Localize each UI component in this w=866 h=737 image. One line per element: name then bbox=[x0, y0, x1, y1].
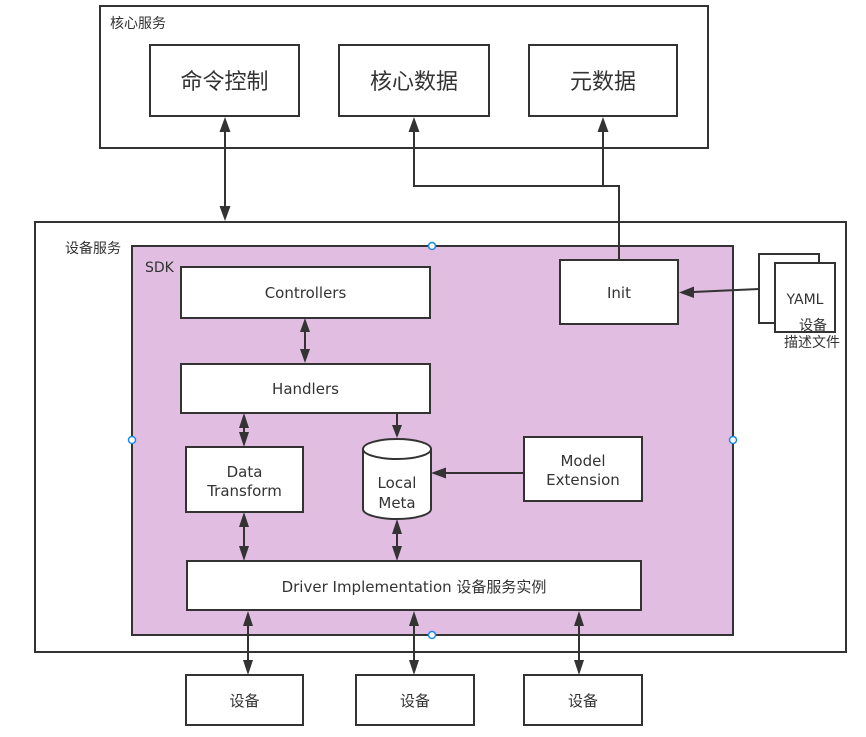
controllers-box[interactable] bbox=[180, 266, 431, 319]
device-box-1[interactable] bbox=[185, 674, 304, 726]
command-control-box[interactable] bbox=[149, 44, 300, 117]
edge-command-device-service[interactable] bbox=[219, 117, 231, 221]
arrowhead-up-icon bbox=[574, 611, 584, 626]
driver-implementation-label: Driver Implementation 设备服务实例 bbox=[282, 578, 547, 596]
local-meta-cylinder-rim bbox=[362, 448, 432, 460]
arrowhead-up-icon bbox=[392, 519, 402, 534]
controllers-label: Controllers bbox=[265, 284, 347, 302]
device-node-1[interactable]: 设备 bbox=[185, 674, 304, 726]
metadata-box[interactable] bbox=[528, 44, 678, 117]
device-node-3[interactable]: 设备 bbox=[523, 674, 643, 726]
metadata-node[interactable]: 元数据 bbox=[528, 44, 678, 117]
device-box-2[interactable] bbox=[355, 674, 475, 726]
metadata-label: 元数据 bbox=[570, 70, 636, 95]
sdk-selection-handles[interactable] bbox=[127, 241, 738, 640]
resize-handle-bottom[interactable] bbox=[427, 630, 437, 640]
arrowhead-up-icon bbox=[408, 117, 420, 132]
edge-local-meta-driver[interactable] bbox=[392, 519, 402, 561]
yaml-file-front-page[interactable] bbox=[774, 262, 836, 333]
arrowhead-down-icon bbox=[409, 660, 419, 675]
arrowhead-up-icon bbox=[219, 117, 231, 132]
arrowhead-up-icon bbox=[597, 117, 609, 132]
data-transform-node[interactable]: Data Transform bbox=[185, 446, 304, 513]
command-control-label: 命令控制 bbox=[180, 70, 268, 95]
controllers-node[interactable]: Controllers bbox=[180, 266, 431, 319]
edge-driver-device-1[interactable] bbox=[243, 611, 253, 675]
arrowhead-down-icon bbox=[239, 432, 249, 447]
driver-implementation-node[interactable]: Driver Implementation 设备服务实例 bbox=[186, 560, 642, 611]
arrowhead-up-icon bbox=[300, 318, 310, 332]
data-transform-label-line1: Data bbox=[227, 463, 263, 481]
device-box-3[interactable] bbox=[523, 674, 643, 726]
edge-handlers-data-transform[interactable] bbox=[239, 413, 249, 447]
arrowhead-left-icon bbox=[431, 467, 446, 479]
sdk-label: SDK bbox=[145, 260, 175, 276]
data-transform-box[interactable] bbox=[185, 446, 304, 513]
core-data-label: 核心数据 bbox=[370, 70, 458, 95]
edge-driver-device-2[interactable] bbox=[409, 611, 419, 675]
core-data-node[interactable]: 核心数据 bbox=[338, 44, 490, 117]
local-meta-cylinder[interactable] bbox=[362, 438, 432, 520]
model-extension-label-line2: Extension bbox=[546, 471, 620, 489]
local-meta-label-line2: Meta bbox=[378, 494, 415, 512]
handlers-box[interactable] bbox=[180, 363, 431, 414]
local-meta-label-line1: Local bbox=[378, 474, 417, 492]
device-node-2[interactable]: 设备 bbox=[355, 674, 475, 726]
driver-implementation-box[interactable] bbox=[186, 560, 642, 611]
core-services-label: 核心服务 bbox=[110, 16, 166, 32]
handlers-label: Handlers bbox=[272, 380, 339, 398]
arrowhead-down-icon bbox=[243, 660, 253, 675]
yaml-file-node[interactable]: YAML 设备 描述文件 bbox=[758, 253, 840, 351]
arrowhead-down-icon bbox=[239, 546, 249, 561]
arrowhead-down-icon bbox=[392, 546, 402, 561]
edge-yaml-init[interactable] bbox=[679, 286, 760, 299]
arrowhead-down-icon bbox=[300, 349, 310, 363]
init-label: Init bbox=[607, 284, 631, 302]
edge-model-extension-local-meta[interactable] bbox=[431, 467, 524, 479]
command-control-node[interactable]: 命令控制 bbox=[149, 44, 300, 117]
edge-init-core-data-metadata[interactable] bbox=[408, 117, 620, 260]
arrowhead-up-icon bbox=[239, 512, 249, 527]
device-service-label: 设备服务 bbox=[65, 240, 121, 257]
arrowhead-down-icon bbox=[219, 206, 231, 221]
model-extension-label-line1: Model bbox=[560, 452, 605, 470]
arrowhead-down-icon bbox=[392, 425, 402, 438]
yaml-file-caption-line2: 描述文件 bbox=[784, 335, 840, 351]
arrowhead-up-icon bbox=[409, 611, 419, 626]
edge-handlers-local-meta[interactable] bbox=[392, 413, 402, 438]
model-extension-box[interactable] bbox=[523, 436, 643, 502]
arrowhead-up-icon bbox=[243, 611, 253, 626]
arrowhead-up-icon bbox=[239, 413, 249, 428]
device-label-3: 设备 bbox=[568, 692, 598, 710]
init-box[interactable] bbox=[559, 259, 679, 325]
edge-controllers-handlers[interactable] bbox=[300, 318, 310, 363]
local-meta-node[interactable]: Local Meta bbox=[362, 438, 432, 520]
edge-data-transform-driver[interactable] bbox=[239, 512, 249, 561]
handlers-node[interactable]: Handlers bbox=[180, 363, 431, 414]
data-transform-label-line2: Transform bbox=[206, 482, 282, 500]
yaml-file-caption-line1: 设备 bbox=[799, 317, 827, 334]
device-label-2: 设备 bbox=[400, 692, 430, 710]
model-extension-node[interactable]: Model Extension bbox=[523, 436, 643, 502]
device-label-1: 设备 bbox=[229, 692, 259, 710]
edge-driver-device-3[interactable] bbox=[574, 611, 584, 675]
resize-handle-left[interactable] bbox=[127, 435, 137, 445]
arrowhead-left-icon bbox=[679, 286, 694, 298]
resize-handle-top[interactable] bbox=[427, 241, 437, 251]
arrowhead-down-icon bbox=[574, 660, 584, 675]
resize-handle-right[interactable] bbox=[728, 435, 738, 445]
init-node[interactable]: Init bbox=[559, 259, 679, 325]
core-data-box[interactable] bbox=[338, 44, 490, 117]
yaml-file-label: YAML bbox=[786, 292, 824, 308]
